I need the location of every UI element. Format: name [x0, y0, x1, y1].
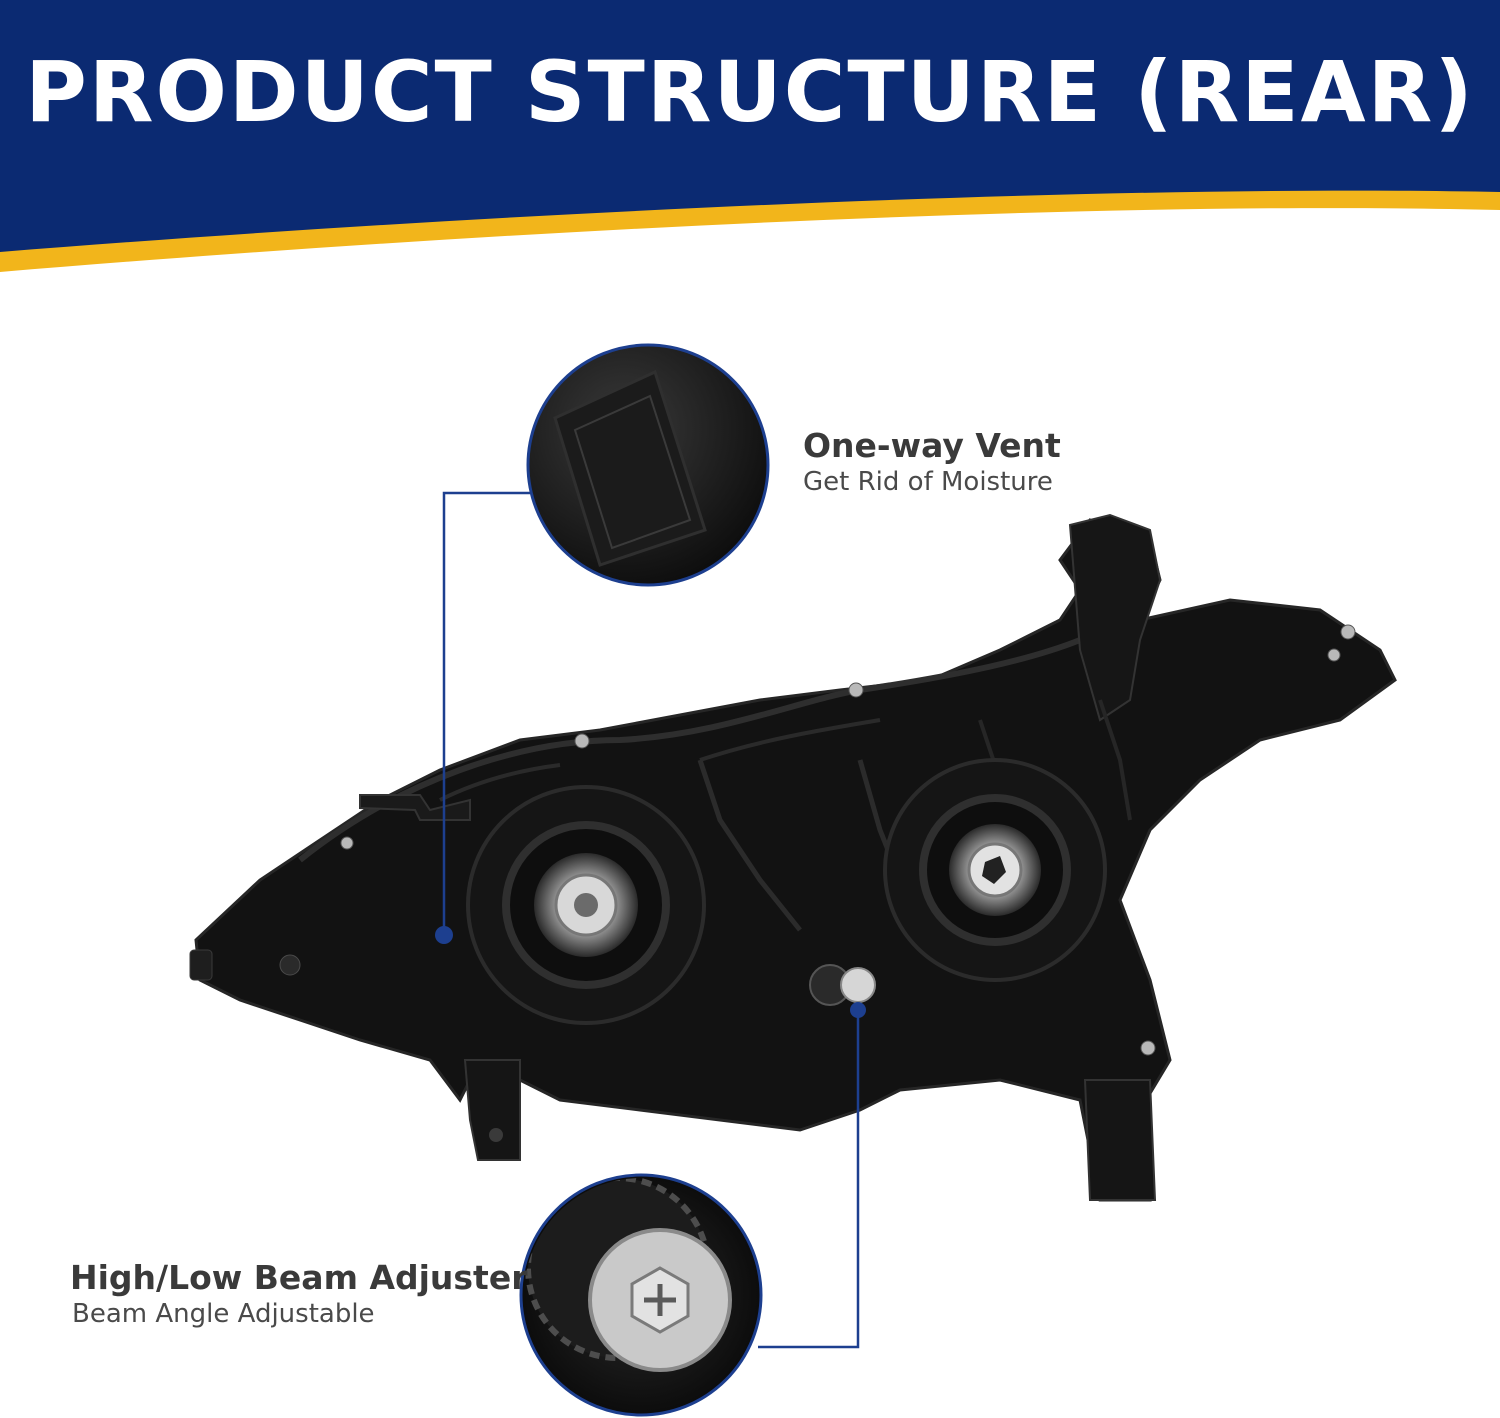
adjuster-detail-icon	[519, 1173, 763, 1417]
beam-adjuster	[809, 964, 876, 1006]
headlight-illustration	[189, 343, 1397, 1417]
vent-callout-subtitle: Get Rid of Moisture	[803, 467, 1053, 497]
vent-detail-icon	[526, 343, 770, 587]
adjuster-callout-subtitle: Beam Angle Adjustable	[72, 1299, 375, 1329]
adjuster-marker-dot	[850, 1002, 866, 1018]
banner-blue-field	[0, 0, 1500, 252]
header-banner	[0, 0, 1500, 272]
headlight-housing	[189, 513, 1397, 1202]
low-beam-socket	[466, 785, 706, 1025]
callout-leader-lines	[442, 491, 860, 1349]
vent-marker-dot	[435, 926, 453, 944]
page-title: PRODUCT STRUCTURE (REAR)	[25, 43, 1475, 141]
vent-callout-title: One-way Vent	[803, 426, 1061, 465]
high-beam-socket	[883, 758, 1107, 982]
adjuster-callout-title: High/Low Beam Adjuster	[70, 1258, 528, 1297]
